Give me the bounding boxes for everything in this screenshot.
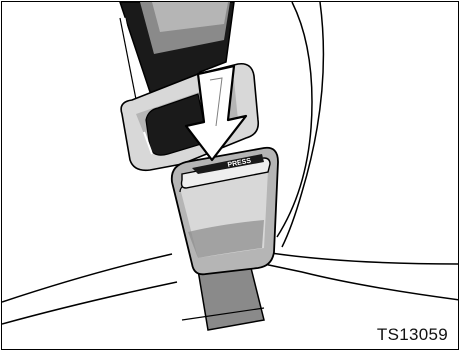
buckle: PRESS bbox=[172, 148, 278, 275]
seatbelt-buckle-illustration: PRESS bbox=[2, 2, 459, 350]
figure-code: TS13059 bbox=[377, 326, 448, 343]
lower-belt-strap bbox=[182, 264, 264, 330]
